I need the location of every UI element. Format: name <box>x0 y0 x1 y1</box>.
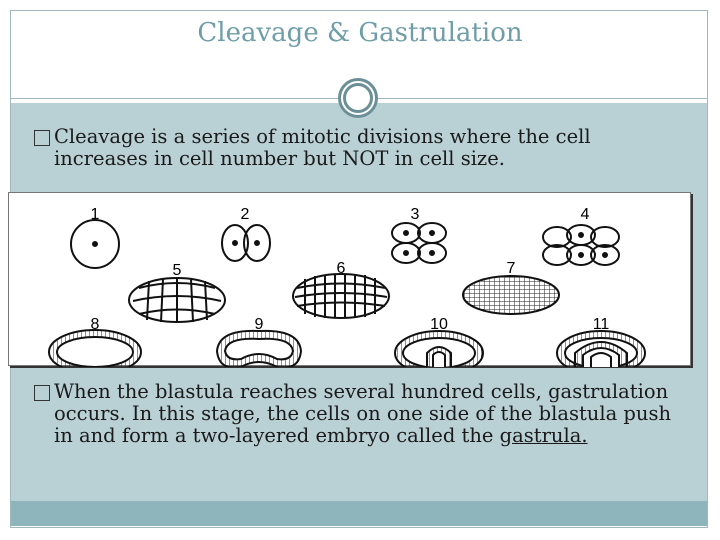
stage-6-morula <box>293 274 389 318</box>
bullet-cleavage-text: Cleavage is a series of mitotic division… <box>34 126 674 170</box>
divider-ring-icon <box>338 78 378 118</box>
stage-8-blastula-section <box>49 330 141 367</box>
stage-label-7: 7 <box>507 260 516 277</box>
bullet-gastrulation-text: When the blastula reaches several hundre… <box>34 381 694 447</box>
stage-11-late-gastrula <box>557 331 645 367</box>
stage-3-four-cell <box>392 223 446 263</box>
bullet-box-icon <box>34 385 50 401</box>
slide-title: Cleavage & Gastrulation <box>0 18 720 48</box>
stage-label-5: 5 <box>173 262 182 279</box>
stage-label-2: 2 <box>241 206 250 223</box>
stage-7-blastula <box>463 276 559 314</box>
stage-10-gastrula <box>395 331 483 367</box>
stage-label-3: 3 <box>411 206 420 223</box>
footer-band <box>11 501 707 526</box>
stage-4-eight-cell <box>543 225 619 265</box>
stage-1-zygote <box>71 220 119 268</box>
stage-2-two-cell <box>222 225 270 261</box>
stage-9-early-gastrula <box>217 331 301 367</box>
cleavage-stages-illustration: 1 2 3 4 5 6 7 8 9 10 11 <box>9 193 692 367</box>
cleavage-stages-figure: 1 2 3 4 5 6 7 8 9 10 11 <box>8 192 691 366</box>
bullet-box-icon <box>34 130 50 146</box>
gastrula-term: gastrula. <box>500 424 588 447</box>
stage-5-morula <box>129 278 225 322</box>
stage-label-4: 4 <box>581 206 590 223</box>
bullet-cleavage: Cleavage is a series of mitotic division… <box>34 126 674 170</box>
bullet-gastrulation: When the blastula reaches several hundre… <box>34 381 694 447</box>
